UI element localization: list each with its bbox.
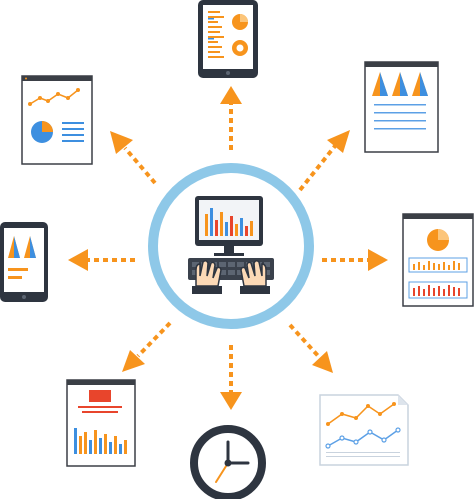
clock-icon (190, 425, 266, 499)
tablet-report-icon (198, 0, 258, 78)
arrows (68, 86, 388, 410)
bar-chart-document-icon (66, 379, 136, 467)
tablet-triangle-chart-icon (0, 222, 48, 302)
computer-typing-icon (148, 163, 314, 329)
arrow-down (220, 345, 242, 410)
arrow-up (220, 86, 242, 150)
hands (195, 259, 267, 287)
triangle-chart-document-icon (364, 61, 439, 153)
arrow-up-left (110, 131, 157, 185)
arrow-up-right (298, 130, 350, 192)
arrow-left (68, 249, 135, 271)
arrow-down-right (288, 323, 333, 373)
pie-bar-document-icon (402, 213, 474, 307)
line-chart-paper-icon (319, 394, 409, 466)
arrow-down-left (122, 321, 172, 372)
arrow-right (322, 249, 388, 271)
line-pie-document-icon (21, 75, 93, 165)
